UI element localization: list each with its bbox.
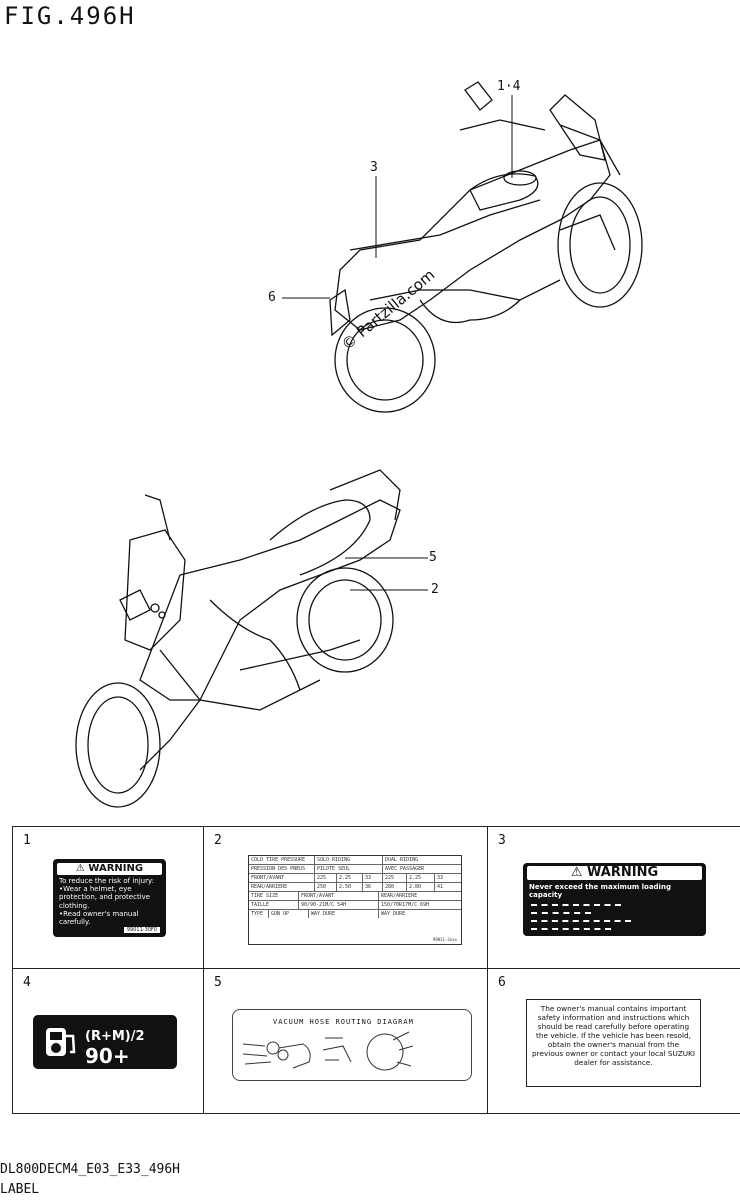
table-cell: 2.50	[337, 883, 363, 891]
callout-3: 3	[370, 160, 378, 175]
tire-pressure-label: COLD TIRE PRESSURE SOLO RIDING DUAL RIDI…	[248, 855, 462, 945]
warning-triangle-icon: ⚠	[75, 863, 85, 874]
table-cell: 2.25	[337, 874, 363, 882]
figure-caption: LABEL	[0, 1182, 40, 1197]
table-row: TAILLE 90/90-21M/C 54H 150/70R17M/C 69H	[249, 901, 461, 910]
vacuum-hose-label: VACUUM HOSE ROUTING DIAGRAM	[232, 1009, 472, 1081]
table-cell: FRONT/AVANT	[299, 892, 379, 900]
table-row: REAR/ARRIERE 250 2.50 36 280 2.80 41	[249, 883, 461, 892]
warning-header-text: WARNING	[587, 865, 659, 880]
octane-rating: (R+M)/2 90+	[85, 1029, 177, 1068]
table-cell: REAR/ARRIERE	[381, 893, 418, 899]
cell-number: 3	[498, 833, 506, 848]
table-cell: TYPE	[249, 910, 269, 918]
table-cell: GUN OP	[269, 910, 309, 918]
warning-line: clothing.	[59, 901, 90, 910]
motorcycle-illustrations	[75, 81, 643, 808]
table-cell: 33	[437, 875, 444, 881]
table-cell: FRONT/AVANT	[249, 874, 315, 882]
motorcycle-side-view	[75, 469, 401, 808]
table-cell: REAR/ARRIERE	[249, 883, 315, 891]
octane-value: 90+	[85, 1044, 130, 1068]
warning-header: ⚠ WARNING	[57, 863, 162, 875]
table-cell: 280	[383, 883, 407, 891]
warning-line: carefully.	[59, 918, 91, 927]
callout-6: 6	[268, 290, 276, 305]
table-cell: 250	[315, 883, 337, 891]
warning-triangle-icon: ⚠	[570, 865, 583, 880]
motorcycle-top-view	[329, 81, 643, 413]
table-cell: 150/70R17M/C 69H	[381, 902, 430, 908]
table-cell: 2.80	[407, 883, 435, 891]
warning-label-3: ⚠ WARNING Never exceed the maximum loadi…	[523, 863, 706, 936]
callout-2: 2	[431, 582, 439, 597]
warning-body: To reduce the risk of injury: •Wear a he…	[53, 877, 166, 926]
vacuum-hose-diagram	[242, 1031, 414, 1071]
cell-number: 4	[23, 975, 31, 990]
figure-code: DL800DECM4_E03_E33_496H	[0, 1162, 181, 1177]
table-cell: 41	[437, 884, 444, 890]
label-code: 99011-30F0	[123, 927, 160, 933]
fuel-pump-icon	[46, 1028, 76, 1056]
table-row: PRESSION DES PNEUS PILOTE SEUL AVEC PASS…	[249, 865, 461, 874]
warning-line: •Wear a helmet, eye	[59, 885, 132, 894]
label-cell-6: 6 The owner's manual contains important …	[488, 969, 740, 1113]
table-cell: COLD TIRE PRESSURE	[249, 856, 315, 864]
table-cell: PRESSION DES PNEUS	[249, 865, 315, 873]
table-cell: 90/90-21M/C 54H	[299, 901, 379, 909]
table-cell: PILOTE SEUL	[315, 865, 383, 873]
table-cell: AVEC PASSAGER	[385, 866, 425, 872]
label-cell-5: 5 VACUUM HOSE ROUTING DIAGRAM	[204, 969, 488, 1113]
warning-line: To reduce the risk of injury:	[59, 877, 154, 885]
warning-header: ⚠ WARNING	[527, 866, 702, 880]
label-cell-4: 4 (R+M)/2 90+	[13, 969, 204, 1113]
callout-1-4: 1·4	[497, 79, 521, 94]
fuel-octane-label: (R+M)/2 90+	[33, 1015, 177, 1069]
table-cell: WAY DURE	[309, 910, 379, 918]
warning-label-1: ⚠ WARNING To reduce the risk of injury: …	[53, 859, 166, 937]
table-row: FRONT/AVANT 225 2.25 33 225 2.25 33	[249, 874, 461, 883]
table-cell: TAILLE	[249, 901, 299, 909]
cell-number: 6	[498, 975, 506, 990]
placeholder-line	[531, 904, 621, 907]
callout-lines-top	[282, 95, 513, 299]
table-cell: 225	[315, 874, 337, 882]
table-cell: SOLO RIDING	[315, 856, 383, 864]
warning-line: •Read owner's manual	[59, 909, 139, 918]
warning-line: Never exceed the maximum loading capacit…	[529, 883, 671, 899]
owners-manual-label: The owner's manual contains important sa…	[526, 999, 701, 1087]
vacuum-hose-title: VACUUM HOSE ROUTING DIAGRAM	[273, 1018, 414, 1026]
callout-lines-side	[345, 557, 428, 591]
table-cell: 225	[383, 874, 407, 882]
warning-line: protection, and protective	[59, 893, 151, 902]
table-row: TYPE GUN OP WAY DURE WAY DURE	[249, 910, 461, 918]
placeholder-line	[531, 912, 591, 915]
table-cell: 33	[363, 874, 383, 882]
table-cell: WAY DURE	[381, 911, 406, 917]
table-cell: DUAL RIDING	[385, 857, 419, 863]
table-row: TIRE SIZE FRONT/AVANT REAR/ARRIERE	[249, 892, 461, 901]
label-grid: 1 ⚠ WARNING To reduce the risk of injury…	[12, 826, 740, 1114]
cell-number: 1	[23, 833, 31, 848]
placeholder-line	[531, 928, 611, 931]
label-code: 99011-3xxx	[432, 937, 457, 942]
table-row: COLD TIRE PRESSURE SOLO RIDING DUAL RIDI…	[249, 856, 461, 865]
callout-5: 5	[429, 550, 437, 565]
label-cell-1: 1 ⚠ WARNING To reduce the risk of injury…	[13, 827, 204, 969]
table-cell: 36	[363, 883, 383, 891]
table-cell: TIRE SIZE	[249, 892, 299, 900]
octane-formula: (R+M)/2	[85, 1029, 145, 1044]
figure-title: FIG.496H	[4, 2, 136, 30]
placeholder-line	[531, 920, 631, 923]
table-cell: 2.25	[407, 874, 435, 882]
cell-number: 5	[214, 975, 222, 990]
label-cell-3: 3 ⚠ WARNING Never exceed the maximum loa…	[488, 827, 740, 969]
label-cell-2: 2 COLD TIRE PRESSURE SOLO RIDING DUAL RI…	[204, 827, 488, 969]
warning-header-text: WARNING	[88, 863, 144, 874]
cell-number: 2	[214, 833, 222, 848]
